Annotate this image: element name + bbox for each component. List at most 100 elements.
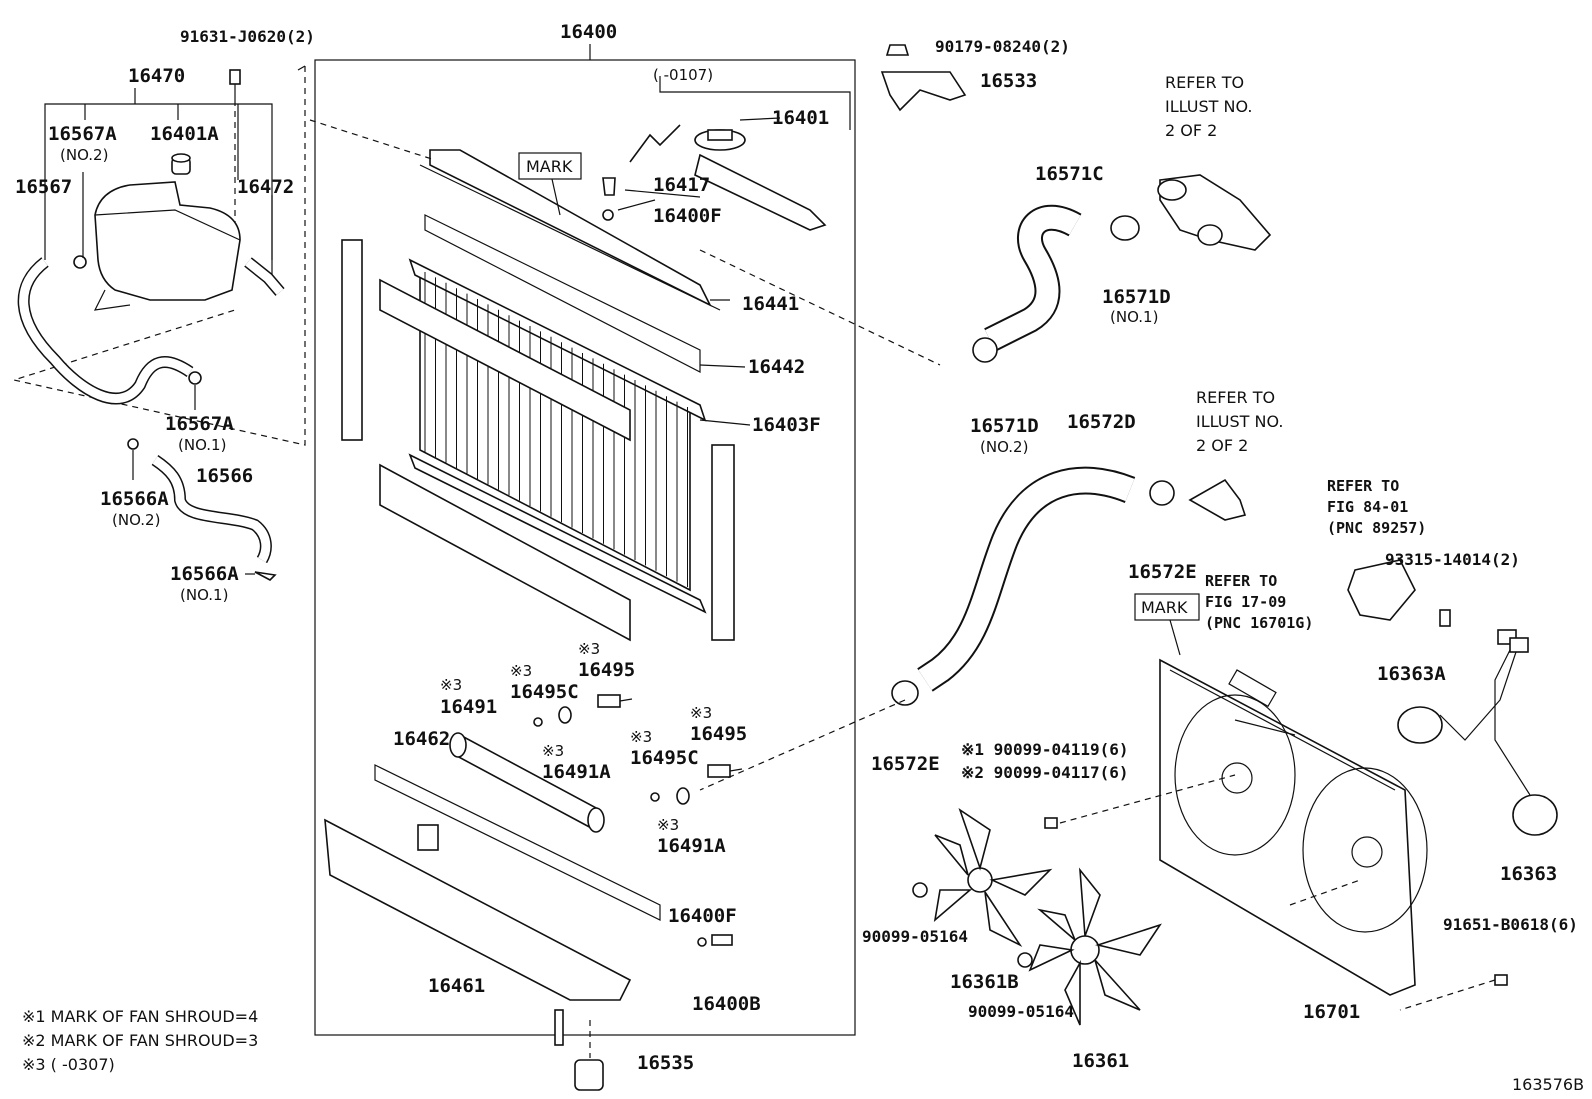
- reservoir-tank-icon: [93, 153, 241, 311]
- note-16491A-b: ※3: [657, 816, 679, 834]
- label-16571D-a-sub: (NO.1): [1110, 308, 1158, 326]
- reservoir-group-outline: [11, 66, 306, 446]
- radiator-core-icon: [408, 258, 707, 614]
- label-16400: 16400: [560, 21, 617, 43]
- refer-1-line2: ILLUST NO.: [1165, 97, 1252, 116]
- label-90099-05164-a: 90099-05164: [862, 927, 968, 946]
- bolt-91651-icon: [1494, 974, 1508, 986]
- label-16472: 16472: [237, 176, 294, 198]
- label-16400B: 16400B: [692, 993, 761, 1015]
- label-91631: 91631-J0620(2): [180, 27, 315, 46]
- gasket-16462-icon: [374, 764, 661, 921]
- gasket-16442-icon: [424, 214, 701, 373]
- refer-2-line3: 2 OF 2: [1196, 436, 1248, 455]
- clamp-16566A-no1-icon: [254, 571, 277, 581]
- label-16361B: 16361B: [950, 971, 1019, 993]
- label-16400F-top: 16400F: [653, 205, 722, 227]
- refer-1-line3: 2 OF 2: [1165, 121, 1217, 140]
- label-16462: 16462: [393, 728, 450, 750]
- washer-16495C-b-icon: [650, 792, 660, 802]
- clamp-16571D-no1-icon: [1110, 215, 1140, 241]
- refer-2-line2: ILLUST NO.: [1196, 412, 1283, 431]
- label-16572E-a: 16572E: [1128, 561, 1197, 583]
- diagram-id: 163576B: [1512, 1075, 1584, 1094]
- bolt-91631-icon: [229, 69, 241, 240]
- label-16567A-bot-sub: (NO.1): [178, 436, 226, 454]
- direction-arrow-icon: [629, 124, 681, 163]
- bolt-93315-icon: [1439, 609, 1451, 627]
- label-16363: 16363: [1500, 863, 1557, 885]
- note-16495C-b: ※3: [630, 728, 652, 746]
- nut-90179-icon: [885, 44, 910, 56]
- fan-16361B-icon: [933, 808, 1053, 948]
- nut-90099-a-icon: [912, 882, 928, 898]
- label-16567A-top-sub: (NO.2): [60, 146, 108, 164]
- clamp-16572E-b-icon: [891, 680, 919, 706]
- upper-tank-16441-icon: [429, 149, 712, 307]
- refer-3-line3: (PNC 89257): [1327, 519, 1426, 537]
- washer-16495C-a-icon: [533, 717, 543, 727]
- label-16417: 16417: [653, 174, 710, 196]
- label-16495C-a: 16495C: [510, 681, 579, 703]
- label-16495-a: 16495: [578, 659, 635, 681]
- label-16566: 16566: [196, 465, 253, 487]
- label-90099-04119: ※1 90099-04119(6): [961, 740, 1129, 759]
- label-16401A: 16401A: [150, 123, 219, 145]
- label-16461: 16461: [428, 975, 485, 997]
- label-93315: 93315-14014(2): [1385, 550, 1520, 569]
- refer-4-line3: (PNC 16701G): [1205, 614, 1313, 632]
- label-16571C: 16571C: [1035, 163, 1104, 185]
- label-16533: 16533: [980, 70, 1037, 92]
- clamp-16566A-no2-icon: [127, 438, 139, 450]
- fan-shroud-16701-icon: [1159, 658, 1428, 996]
- water-outlet-icon: [1159, 174, 1272, 251]
- label-90099-04117: ※2 90099-04117(6): [961, 763, 1129, 782]
- label-16572E-b: 16572E: [871, 753, 940, 775]
- label-16566A-top: 16566A: [100, 488, 169, 510]
- upper-cover-icon: [694, 153, 827, 231]
- note-16495C-a: ※3: [510, 662, 532, 680]
- refer-1-line1: REFER TO: [1165, 73, 1244, 92]
- label-16571D-b-sub: (NO.2): [980, 438, 1028, 456]
- note-16495-a: ※3: [578, 640, 600, 658]
- refer-2-line1: REFER TO: [1196, 388, 1275, 407]
- label-16572D: 16572D: [1067, 411, 1136, 433]
- refer-4-line1: REFER TO: [1205, 572, 1277, 590]
- oring-16491A-a-icon: [558, 706, 572, 724]
- label-16495C-b: 16495C: [630, 747, 699, 769]
- mark-label-1: MARK: [526, 157, 573, 176]
- label-16567A-top: 16567A: [48, 123, 117, 145]
- label-16571D-b: 16571D: [970, 415, 1039, 437]
- drain-cock-16400B-icon: [697, 934, 733, 947]
- side-seal-left-icon: [341, 239, 363, 441]
- fitting-16495-a-icon: [597, 694, 633, 708]
- lower-tank-16461-icon: [324, 818, 632, 1001]
- label-16567: 16567: [15, 176, 72, 198]
- label-16566A-bot-sub: (NO.1): [180, 586, 228, 604]
- mark-label-2: MARK: [1141, 598, 1188, 617]
- label-16403F: 16403F: [752, 414, 821, 436]
- refer-4-line2: FIG 17-09: [1205, 593, 1286, 611]
- label-91651: 91651-B0618(6): [1443, 915, 1578, 934]
- note-16495-b: ※3: [690, 704, 712, 722]
- label-16400F-bot: 16400F: [668, 905, 737, 927]
- label-0107: ( -0107): [653, 66, 713, 84]
- footnote-2: ※2 MARK OF FAN SHROUD=3: [22, 1031, 258, 1050]
- label-16701: 16701: [1303, 1001, 1360, 1023]
- label-16361: 16361: [1072, 1050, 1129, 1072]
- label-16491A-a: 16491A: [542, 761, 611, 783]
- clamp-16567A-no2-icon: [73, 255, 87, 269]
- label-16566A-top-sub: (NO.2): [112, 511, 160, 529]
- bracket-16533-icon: [880, 71, 967, 112]
- side-seal-right-icon: [711, 444, 735, 641]
- seal-bar-bottom-icon: [379, 463, 631, 642]
- label-16363A: 16363A: [1377, 663, 1446, 685]
- note-16491A-a: ※3: [542, 742, 564, 760]
- fan-motor-16363A-icon: [1397, 629, 1521, 744]
- bolt-90099-04119-icon: [1044, 817, 1058, 829]
- relay-icon: [1347, 559, 1416, 621]
- label-16491A-b: 16491A: [657, 835, 726, 857]
- label-16495-b: 16495: [690, 723, 747, 745]
